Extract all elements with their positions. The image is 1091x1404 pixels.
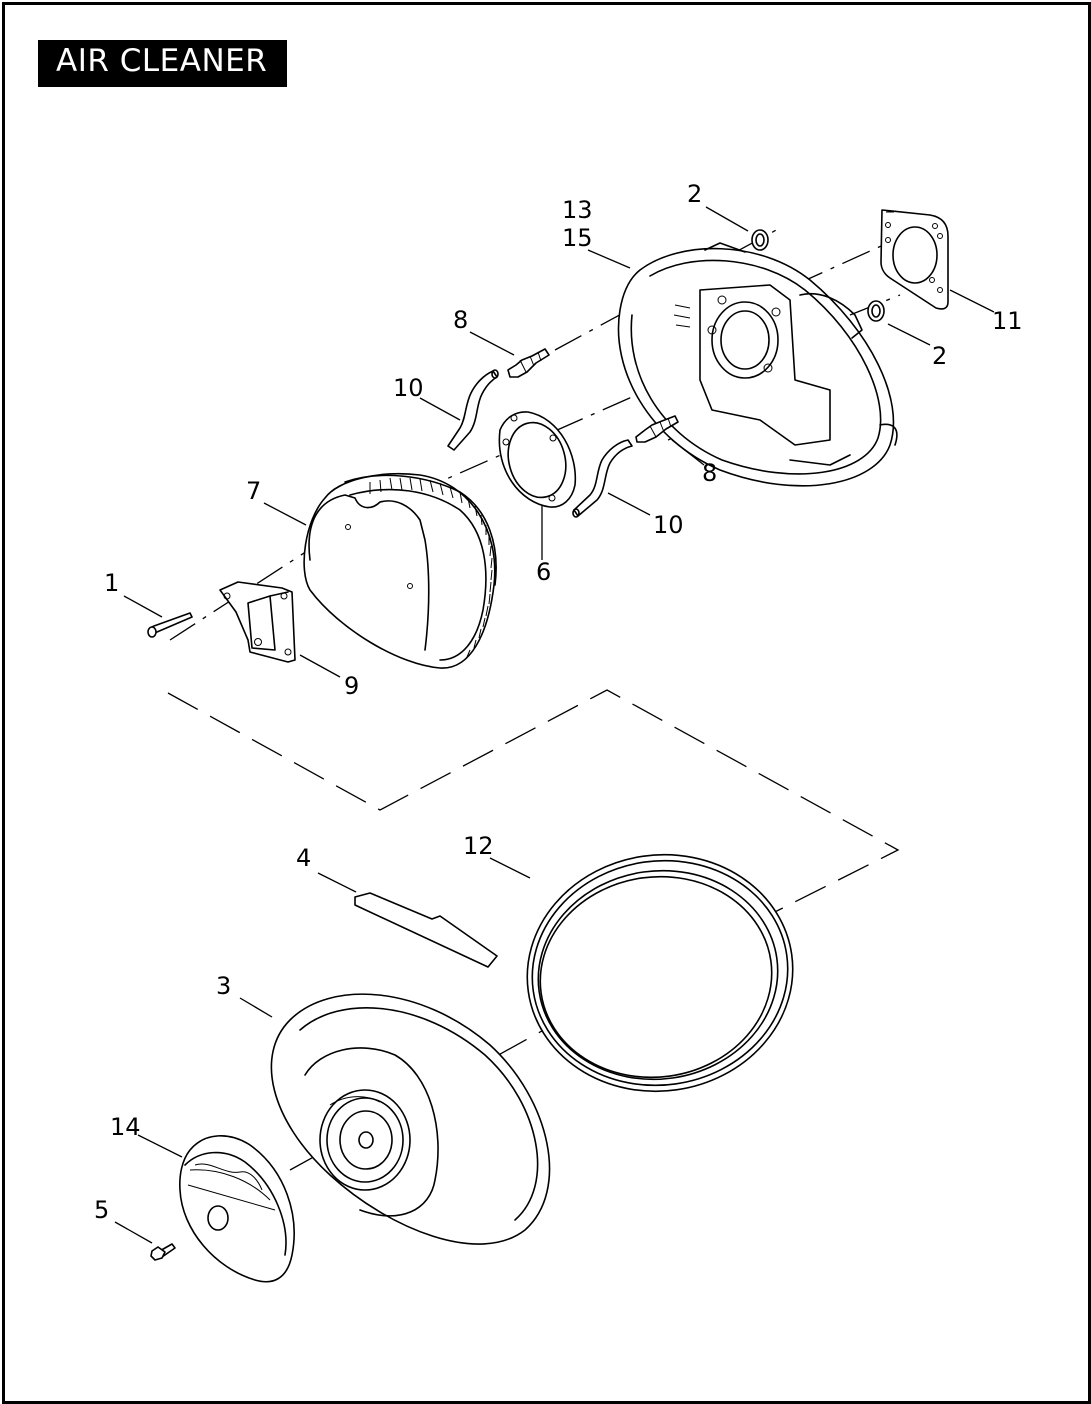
callout-10-lower: 10 (653, 511, 684, 539)
callout-4: 4 (296, 844, 311, 872)
page-title: AIR CLEANER (56, 43, 268, 79)
callout-2-upper: 2 (687, 180, 702, 208)
callout-10-upper: 10 (393, 374, 424, 402)
callout-7: 7 (246, 477, 261, 505)
backplate (617, 242, 898, 487)
air-cleaner-cover (270, 993, 551, 1245)
callout-11: 11 (992, 307, 1023, 335)
screw (147, 612, 193, 638)
medallion-screw (150, 1243, 176, 1261)
callout-8-upper: 8 (453, 306, 468, 334)
breather-bolt-upper (507, 348, 550, 378)
callout-5: 5 (94, 1196, 109, 1224)
callout-14: 14 (110, 1113, 141, 1141)
o-ring-upper (751, 229, 769, 251)
leader-lines (114, 206, 995, 1244)
mounting-gasket (498, 411, 577, 508)
callout-12: 12 (463, 832, 494, 860)
callout-13: 13 (562, 196, 593, 224)
callout-3: 3 (216, 972, 231, 1000)
breather-hose-upper (447, 369, 499, 451)
title-banner: AIR CLEANER (38, 40, 287, 87)
callout-1: 1 (104, 569, 119, 597)
o-ring-lower (867, 300, 885, 322)
callout-2-lower: 2 (932, 342, 947, 370)
callout-6: 6 (536, 558, 551, 586)
callout-15: 15 (562, 224, 593, 252)
gasket (880, 209, 949, 310)
support-bracket (219, 581, 296, 663)
insert-strip (354, 892, 498, 968)
medallion-insert (179, 1135, 295, 1283)
breather-hose-lower (572, 439, 633, 518)
callout-9: 9 (344, 672, 359, 700)
callout-numbers: 1 2 2 3 4 5 6 7 8 8 9 10 10 11 12 13 14 … (94, 180, 1023, 1224)
air-filter-element (303, 472, 497, 669)
trim-ring (526, 853, 794, 1093)
breather-bolt-lower (635, 415, 679, 443)
callout-8-lower: 8 (702, 459, 717, 487)
